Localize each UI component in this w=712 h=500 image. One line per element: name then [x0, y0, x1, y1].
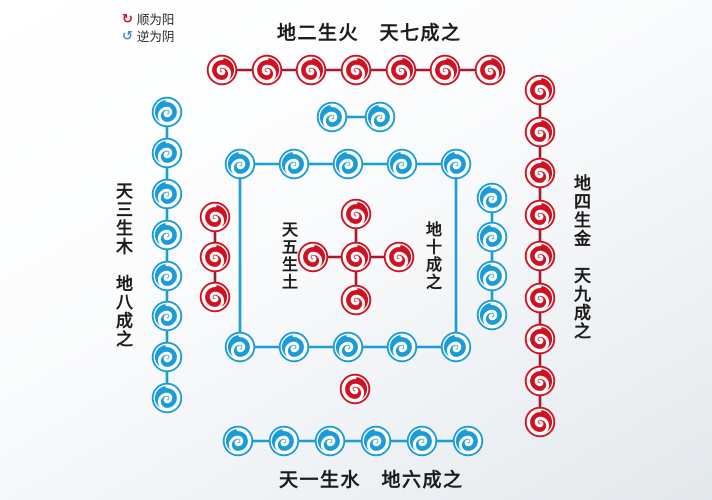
yang-swirl-icon — [524, 240, 556, 272]
yin-swirl-icon — [316, 101, 348, 133]
yin-swirl-icon — [406, 425, 438, 457]
yin-swirl-icon — [364, 101, 396, 133]
group-earth-two-top — [316, 101, 396, 133]
group-heaven-five-center — [297, 198, 415, 316]
yang-swirl-icon — [524, 365, 556, 397]
yin-swirl-icon — [151, 341, 183, 373]
yin-swirl-icon — [151, 382, 183, 414]
yang-swirl-icon — [474, 54, 506, 86]
yin-swirl-icon — [476, 221, 508, 253]
yang-swirl-icon — [524, 157, 556, 189]
yin-swirl-icon — [151, 96, 183, 128]
group-earth-eight-left — [151, 96, 183, 414]
legend-label-yang: 顺为阳 — [136, 13, 175, 27]
yang-swirl-icon — [340, 284, 372, 316]
yin-swirl-icon — [278, 331, 310, 363]
caption-bottom: 天一生水 地六成之 — [279, 470, 464, 491]
yin-swirl-icon — [360, 425, 392, 457]
yang-swirl-icon — [199, 241, 231, 273]
yin-swirl-icon — [386, 148, 418, 180]
yin-swirl-icon — [332, 148, 364, 180]
caption-top: 地二生火 天七成之 — [277, 23, 462, 44]
yin-swirl-icon — [332, 331, 364, 363]
legend: ↻ 顺为阳 ↺ 逆为阴 — [122, 10, 174, 44]
group-heaven-nine-right — [524, 74, 556, 438]
yin-swirl-icon — [476, 299, 508, 331]
group-earth-six-bottom — [222, 425, 484, 457]
yang-swirl-icon — [251, 54, 283, 86]
clockwise-arrow-icon: ↻ — [122, 11, 133, 26]
yin-swirl-icon — [314, 425, 346, 457]
yin-swirl-icon — [224, 148, 256, 180]
yin-swirl-icon — [278, 148, 310, 180]
yin-swirl-icon — [151, 260, 183, 292]
yang-swirl-icon — [429, 54, 461, 86]
group-earth-four-right — [476, 182, 508, 331]
yang-swirl-icon — [524, 74, 556, 106]
yin-swirl-icon — [476, 182, 508, 214]
yin-swirl-icon — [151, 300, 183, 332]
yang-swirl-icon — [206, 54, 238, 86]
yang-swirl-icon — [385, 54, 417, 86]
yang-swirl-icon — [383, 241, 415, 273]
caption-center-left: 天五生土 — [279, 221, 296, 291]
group-earth-ten-square — [224, 148, 472, 363]
yang-swirl-icon — [199, 281, 231, 313]
yin-swirl-icon — [222, 425, 254, 457]
caption-left: 天三生木 地八成之 — [113, 182, 132, 349]
yang-swirl-icon — [340, 198, 372, 230]
yin-swirl-icon — [151, 137, 183, 169]
caption-right: 地四生金 天九成之 — [571, 174, 590, 341]
yang-swirl-icon — [524, 282, 556, 314]
legend-label-yin: 逆为阴 — [136, 30, 175, 44]
yin-swirl-icon — [224, 331, 256, 363]
yin-swirl-icon — [440, 148, 472, 180]
group-heaven-seven-top — [206, 54, 506, 86]
yin-swirl-icon — [386, 331, 418, 363]
yin-swirl-icon — [151, 219, 183, 251]
group-heaven-one-bottom — [339, 373, 371, 405]
yin-swirl-icon — [268, 425, 300, 457]
yang-swirl-icon — [340, 241, 372, 273]
yang-swirl-icon — [295, 54, 327, 86]
group-heaven-three-left — [199, 201, 231, 313]
yin-swirl-icon — [452, 425, 484, 457]
caption-center-right: 地十成之 — [423, 221, 440, 291]
legend-item-yang: ↻ 顺为阳 — [122, 10, 174, 27]
yang-swirl-icon — [339, 373, 371, 405]
counterclockwise-arrow-icon: ↺ — [122, 28, 133, 43]
yang-swirl-icon — [340, 54, 372, 86]
legend-item-yin: ↺ 逆为阴 — [122, 27, 174, 44]
yin-swirl-icon — [476, 260, 508, 292]
yang-swirl-icon — [524, 406, 556, 438]
yin-swirl-icon — [151, 178, 183, 210]
yang-swirl-icon — [297, 241, 329, 273]
yang-swirl-icon — [524, 199, 556, 231]
yin-swirl-icon — [440, 331, 472, 363]
yang-swirl-icon — [524, 323, 556, 355]
yang-swirl-icon — [199, 201, 231, 233]
yang-swirl-icon — [524, 116, 556, 148]
